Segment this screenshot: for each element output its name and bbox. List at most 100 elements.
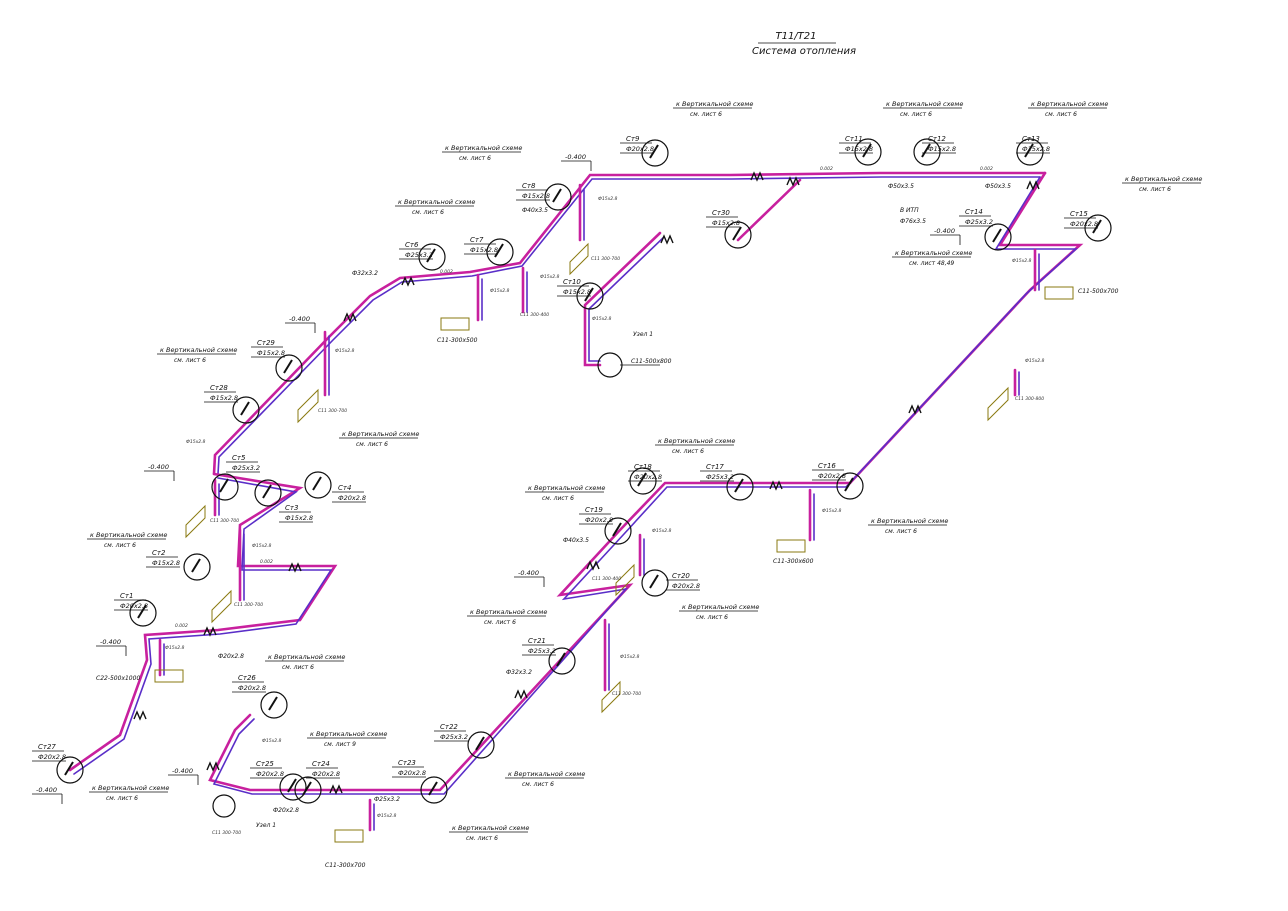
level-marker-5: -0.400: [96, 638, 127, 656]
riser-circle: [726, 473, 754, 501]
ref-text: к Вертикальной схеме: [658, 437, 735, 445]
riser-circle: [836, 472, 864, 500]
pipe-d15-m: Ф15х2.8: [252, 543, 272, 549]
pipe-d32-b: Ф32х3.2: [506, 669, 532, 676]
ref-sheet: см. лист 6: [1045, 111, 1077, 118]
drawing-subtitle: Система отопления: [752, 46, 856, 57]
riser-id: Ст14: [965, 208, 983, 216]
riser-diameter: Ф15х2.8: [257, 349, 285, 357]
ref-sheet: см. лист 6: [690, 111, 722, 118]
riser-id: Ст13: [1022, 135, 1040, 143]
radiator-r5: [334, 829, 364, 843]
riser-id: Ст29: [257, 339, 275, 347]
riser-callouts: Ст1Ф20х2.8Ст2Ф15х2.8Ст3Ф15х2.8Ст4Ф20х2.8…: [32, 135, 1112, 804]
ref-text: к Вертикальной схеме: [470, 608, 547, 616]
level-marker-1: -0.400: [285, 315, 316, 333]
riser-circle: [984, 223, 1012, 251]
riser-id: Ст24: [312, 760, 330, 768]
riser-diameter: Ф15х2.8: [152, 559, 180, 567]
pipe-d20-b: Ф20х2.8: [218, 653, 244, 660]
radiators: С11-300х500 С11-500х700 С11-300х600 С11-…: [96, 242, 1119, 869]
riser-id: Ст8: [522, 182, 536, 190]
riser-circle: [486, 238, 514, 266]
riser-id: Ст27: [38, 743, 56, 751]
level-marker-7: -0.400: [168, 767, 199, 785]
riser-circle: [548, 647, 576, 675]
riser-diameter: Ф20х2.8: [634, 473, 662, 481]
slope-c: 0.002: [980, 166, 993, 172]
ref-sheet: см. лист 6: [672, 448, 704, 455]
ref-text: к Вертикальной схеме: [886, 100, 963, 108]
riser-circle: [1016, 138, 1044, 166]
riser-diameter: Ф15х2.8: [928, 145, 956, 153]
pipe-d15-f: Ф15х2.8: [1025, 358, 1045, 364]
riser-id: Ст21: [528, 637, 546, 645]
ref-text: к Вертикальной схеме: [1031, 100, 1108, 108]
riser-diameter: Ф15х2.8: [210, 394, 238, 402]
radiator-r7b: [569, 242, 589, 276]
riser-id: Ст17: [706, 463, 724, 471]
riser-id: Ст4: [338, 484, 351, 492]
riser-id: Ст11: [845, 135, 863, 143]
ref-text: к Вертикальной схеме: [528, 484, 605, 492]
ref-sheet: см. лист 6: [900, 111, 932, 118]
riser-circle: [724, 221, 752, 249]
radiator-r7c: [185, 504, 206, 539]
riser-diameter: Ф20х2.8: [338, 494, 366, 502]
radiator-r4: [776, 539, 806, 553]
riser-circle: [279, 773, 307, 801]
radiator-r9: [987, 386, 1009, 422]
riser-circle: [854, 138, 882, 166]
ref-text: к Вертикальной схеме: [445, 144, 522, 152]
riser-id: Ст6: [405, 241, 419, 249]
riser-id: Ст7: [470, 236, 484, 244]
pipe-d50-a: Ф50х3.5: [888, 183, 914, 190]
radiator-label-r6: С22-500х1000: [96, 675, 140, 682]
riser-id: Ст30: [712, 209, 730, 217]
radiator-label-r1: С11-300х500: [437, 337, 478, 344]
radiator-label-r7e: С11 300-700: [612, 691, 641, 697]
radiator-label-r7c: С11 300-700: [210, 518, 239, 524]
pipe-d15-n: Ф15х2.8: [165, 645, 185, 651]
radiator-r3: [1044, 286, 1074, 300]
ref-text: к Вертикальной схеме: [90, 531, 167, 539]
pipe-d40-a: Ф40х3.5: [522, 207, 548, 214]
ref-text: к Вертикальной схеме: [398, 198, 475, 206]
node-1-label-top: Узел 1: [633, 331, 653, 338]
riser-circle: [254, 479, 282, 507]
riser-id: Ст20: [672, 572, 690, 580]
node-1-circle-top: [597, 352, 623, 378]
radiator-label-r2: С11-500х800: [631, 358, 672, 365]
